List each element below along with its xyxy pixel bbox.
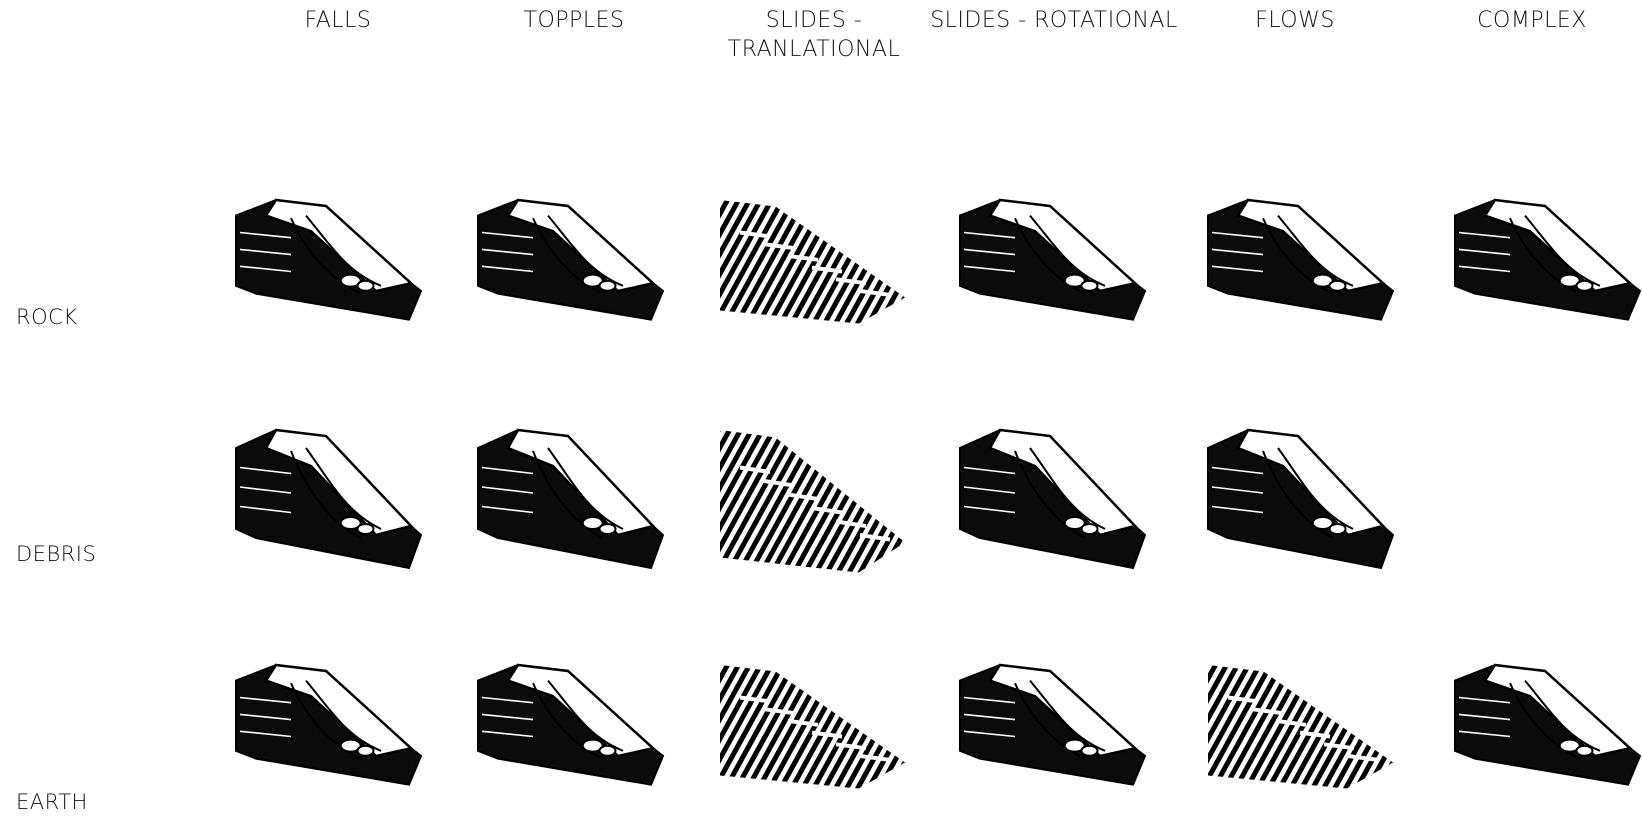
landslide-block-rock-slides_rotational: [960, 200, 1145, 320]
landslide-block-earth-slides_rotational: [960, 665, 1145, 785]
landslide-block-rock-complex: [1455, 200, 1640, 320]
landslide-block-rock-topples: [478, 200, 663, 320]
landslide-block-debris-slides_rotational: [960, 430, 1145, 568]
landslide-block-debris-falls: [236, 430, 421, 568]
landslide-block-earth-topples: [478, 665, 663, 785]
landslide-block-earth-falls: [236, 665, 421, 785]
landslide-block-debris-flows: [1208, 430, 1393, 568]
landslide-block-earth-complex: [1455, 665, 1640, 785]
landslide-block-rock-falls: [236, 200, 421, 320]
landslide-block-rock-flows: [1208, 200, 1393, 320]
landslide-block-debris-topples: [478, 430, 663, 568]
